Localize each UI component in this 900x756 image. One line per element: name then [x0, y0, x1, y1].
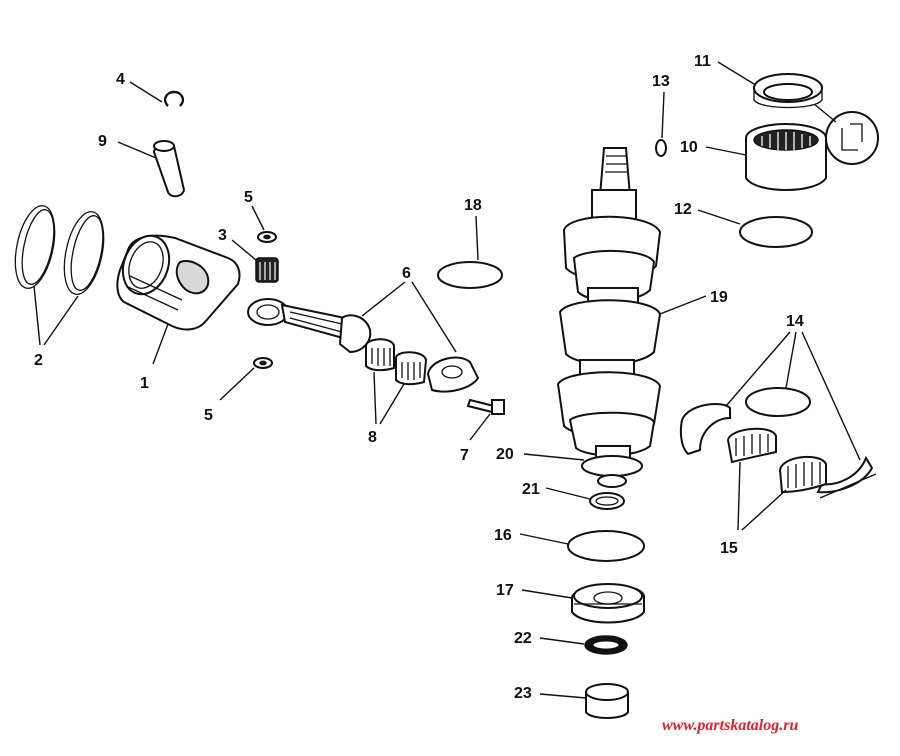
- callout-5-bottom: 5: [204, 407, 213, 424]
- leader-lines: [33, 61, 861, 699]
- retaining-ring: [589, 492, 625, 510]
- callout-13: 13: [652, 73, 670, 90]
- callout-6: 6: [402, 265, 411, 282]
- top-roller-bearing: [745, 123, 827, 191]
- rod-cap: [426, 356, 480, 393]
- crankshaft: [556, 147, 662, 488]
- seal-ring-12: [739, 216, 813, 248]
- callout-10: 10: [680, 139, 698, 156]
- lower-bearing-housing: [571, 583, 645, 624]
- wrist-pin-needle-bearing: [255, 257, 279, 283]
- callout-21: 21: [522, 481, 540, 498]
- callout-5-top: 5: [244, 189, 253, 206]
- callout-8: 8: [368, 429, 377, 446]
- circlip: [163, 90, 185, 107]
- connecting-rod: [247, 298, 372, 354]
- top-seal: [753, 73, 823, 109]
- callout-7: 7: [460, 447, 469, 464]
- lower-bushing: [585, 683, 629, 719]
- watermark: www.partskatalog.ru: [662, 717, 798, 734]
- piston: [116, 234, 241, 331]
- key-13: [655, 139, 667, 157]
- piston-rings: [14, 205, 105, 295]
- callout-18: 18: [464, 197, 482, 214]
- callout-4: 4: [116, 71, 125, 88]
- callout-labels: 1 2 3 4 5 5 6 7 8 9 10 11 12 13 14 15 16…: [34, 53, 804, 702]
- callout-15: 15: [720, 540, 738, 557]
- callout-1: 1: [140, 375, 149, 392]
- main-bearing-halves: [679, 387, 877, 499]
- rod-bolt: [466, 398, 505, 415]
- seal-ring-16: [567, 530, 645, 562]
- callout-23: 23: [514, 685, 532, 702]
- callout-2: 2: [34, 352, 43, 369]
- seal-ring-18: [437, 261, 503, 289]
- callout-17: 17: [496, 582, 514, 599]
- callout-14: 14: [786, 313, 804, 330]
- main-bearing-cages: [726, 427, 827, 494]
- callout-22: 22: [514, 630, 532, 647]
- callout-3: 3: [218, 227, 227, 244]
- callout-9: 9: [98, 133, 107, 150]
- callout-12: 12: [674, 201, 692, 218]
- callout-20: 20: [496, 446, 514, 463]
- thrust-washers: [253, 231, 277, 369]
- rod-bearing-cages: [365, 338, 428, 386]
- piston-pin: [152, 140, 186, 198]
- callout-19: 19: [710, 289, 728, 306]
- lower-seal: [584, 635, 628, 655]
- callout-11: 11: [694, 53, 711, 70]
- callout-16: 16: [494, 527, 512, 544]
